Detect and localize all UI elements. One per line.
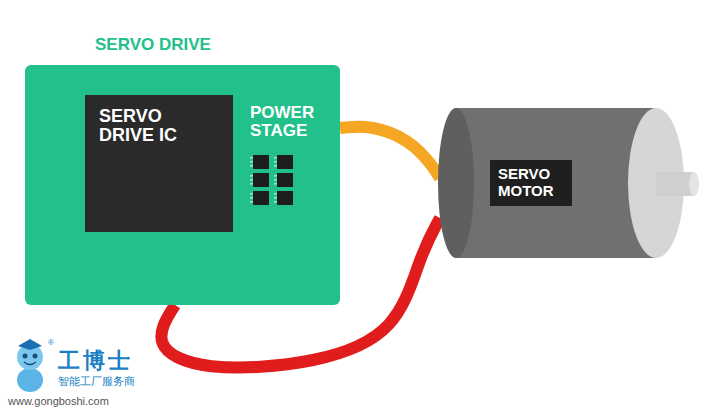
chip-pin [274,179,277,181]
logo-eye [23,354,28,359]
registered-mark: ® [48,338,54,347]
chip-pin [250,179,253,181]
logo-eye [33,354,38,359]
chip-pin [250,183,253,185]
servo-motor: SERVO MOTOR [440,108,656,258]
chip-body [277,155,293,169]
logo-mouth [24,362,36,365]
servo-drive-ic: SERVO DRIVE IC [85,95,233,232]
chip-body [277,173,293,187]
chip-pin [250,161,253,163]
motor-label: SERVO MOTOR [490,160,572,206]
chip-body [277,191,293,205]
power-chip [250,191,269,205]
chip-pin [274,183,277,185]
motor-back-face [438,108,474,258]
chip-pin [250,197,253,199]
chip-pin [274,201,277,203]
motor-cable [340,127,440,178]
chip-pin [250,175,253,177]
drive-title: SERVO DRIVE [95,35,211,55]
chip-pin [274,165,277,167]
logo-cap [18,339,42,350]
watermark-url: www.gongboshi.com [8,395,109,407]
power-chip [250,173,269,187]
motor-shaft [656,172,694,196]
chip-pin [274,197,277,199]
chip-body [253,173,269,187]
watermark-slogan: 智能工厂服务商 [58,374,135,389]
watermark-logo [17,339,43,392]
watermark-brand: 工博士 [58,346,133,376]
motor-cylinder [456,108,656,258]
power-chip [250,155,269,169]
power-chip [274,191,293,205]
power-chip [274,155,293,169]
servo-motor-body [438,108,699,258]
power-stage-label: POWER STAGE [250,104,332,140]
ic-label: SERVO DRIVE IC [85,95,177,146]
chip-pin [250,201,253,203]
power-chip [274,173,293,187]
chip-body [253,155,269,169]
chip-pin [274,157,277,159]
chip-body [253,191,269,205]
chip-pin [274,175,277,177]
chip-pin [274,161,277,163]
chip-pin [250,165,253,167]
shaft-end [689,172,699,196]
chip-pin [250,193,253,195]
logo-body [17,368,43,392]
chip-pin [250,157,253,159]
chip-pin [274,193,277,195]
